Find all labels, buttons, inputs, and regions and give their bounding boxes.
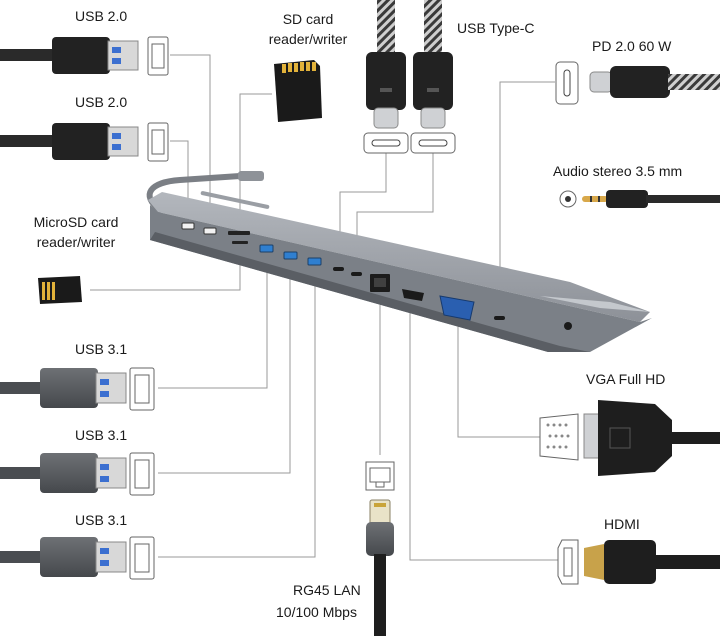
usb-c-plug-icon	[610, 66, 670, 98]
leader-line-vga	[457, 326, 540, 438]
label-usb20-top: USB 2.0	[75, 8, 128, 24]
usb20-second-connector	[0, 122, 169, 162]
hdmi-port-icon	[557, 539, 579, 585]
usb-a-plug-icon	[40, 537, 98, 577]
usb-a-port-icon	[203, 227, 217, 235]
label-microsd-line2: reader/writer	[36, 234, 116, 250]
usb31-second-connector	[0, 452, 155, 496]
usb-a-plug-icon	[40, 368, 98, 408]
usb-a-plug-icon	[40, 453, 98, 493]
leader-lines	[90, 54, 560, 561]
label-audio: Audio stereo 3.5 mm	[553, 163, 683, 179]
label-rj45-line1: RG45 LAN	[293, 582, 361, 598]
usb-c-port-icon	[351, 272, 362, 276]
usb31-port-icon	[283, 251, 298, 260]
hub-cable-plug	[238, 171, 264, 181]
label-microsd-line1: MicroSD card	[33, 214, 119, 230]
usb-a-port-icon	[129, 452, 155, 496]
usb31-first-connector	[0, 367, 155, 411]
usb-a-port-icon	[181, 222, 195, 230]
label-usb-type-c: USB Type-C	[457, 20, 535, 36]
usb20-top-connector	[0, 36, 169, 76]
leader-line-usb31-second	[158, 262, 291, 474]
usb-a-port-icon	[147, 122, 169, 162]
hub-bottom-edge	[150, 232, 590, 352]
vga-connector	[539, 400, 720, 476]
hdmi-port-icon	[402, 289, 424, 301]
hdmi-connector	[557, 539, 720, 585]
leader-line-pd	[499, 81, 555, 312]
usb31-port-icon	[259, 244, 274, 253]
usb-a-plug-icon	[52, 37, 110, 74]
label-vga: VGA Full HD	[586, 371, 666, 387]
hub-highlight	[540, 296, 650, 312]
hdmi-plug-icon	[604, 540, 656, 584]
leader-line-usb20-second	[170, 140, 189, 223]
rj45-port-inner	[374, 278, 386, 287]
leader-line-usb20-top	[170, 54, 211, 223]
leader-line-usb31-first	[158, 255, 268, 389]
usb-a-port-icon	[129, 536, 155, 580]
microsd-slot-icon	[232, 241, 248, 244]
label-usb31-second: USB 3.1	[75, 427, 128, 443]
sd-card-icon	[274, 60, 322, 122]
microsd-card-icon	[38, 276, 82, 304]
leader-line-usb31-third	[158, 268, 316, 558]
usb-c-port-icon	[494, 316, 505, 320]
leader-line-usbc-left	[339, 153, 387, 265]
usb-a-port-icon	[147, 36, 169, 76]
label-usb20-second: USB 2.0	[75, 94, 128, 110]
audio-port-icon	[564, 322, 572, 330]
usb-c-port-icon	[410, 132, 456, 154]
vga-plug-icon	[598, 400, 672, 476]
sd-slot-icon	[228, 231, 250, 235]
leader-line-sd	[239, 93, 272, 233]
label-usb31-third: USB 3.1	[75, 512, 128, 528]
usb-c-plug-icon	[413, 52, 453, 110]
hub-grip-left	[200, 191, 270, 209]
usb-c-plug-icon	[366, 52, 406, 110]
usb-c-port-icon	[555, 61, 579, 105]
hub-front-face	[150, 205, 652, 352]
rj45-port-icon	[365, 461, 395, 491]
usb-a-plug-icon	[52, 123, 110, 160]
hub-icon	[148, 191, 652, 352]
usb31-port-icon	[307, 257, 322, 266]
label-usb31-first: USB 3.1	[75, 341, 128, 357]
usb-a-port-icon	[129, 367, 155, 411]
pd-connector	[555, 61, 720, 105]
hub-top-surface	[148, 192, 650, 322]
label-hdmi: HDMI	[604, 516, 640, 532]
hub-ports	[181, 222, 572, 330]
vga-port-icon	[439, 295, 475, 321]
label-pd: PD 2.0 60 W	[592, 38, 672, 54]
label-sd-card-line2: reader/writer	[268, 31, 348, 47]
label-rj45-line2: 10/100 Mbps	[276, 604, 357, 620]
audio-jack-icon	[559, 190, 720, 208]
usb-c-port-icon	[363, 132, 409, 154]
rj45-connector	[365, 461, 395, 636]
vga-port-icon	[539, 413, 579, 461]
usb-c-left-connector	[363, 0, 409, 154]
usb31-third-connector	[0, 536, 155, 580]
usb-c-port-icon	[333, 267, 344, 271]
label-sd-card-line1: SD card	[282, 11, 334, 27]
usb-c-right-connector	[410, 0, 456, 154]
leader-line-hdmi	[409, 306, 560, 561]
